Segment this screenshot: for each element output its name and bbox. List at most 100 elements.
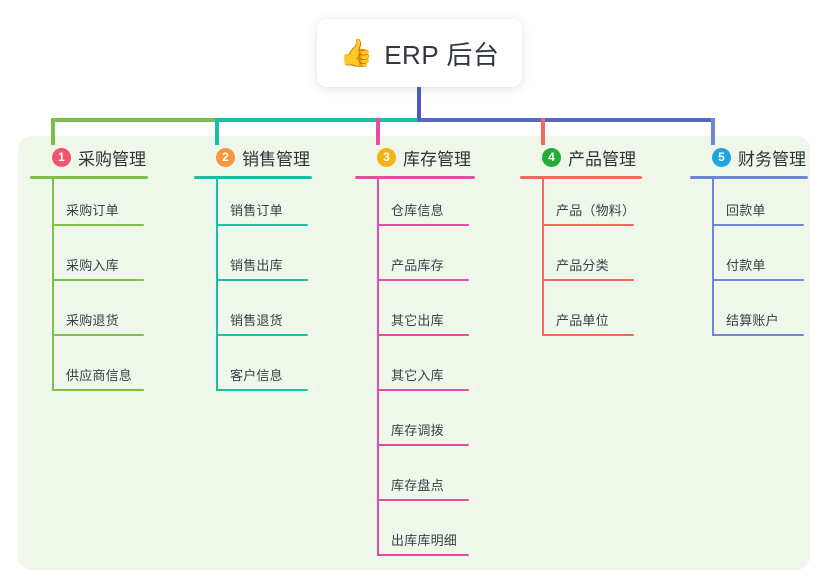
column-badge-2: 2: [216, 147, 235, 167]
bus-segment-blue: [417, 118, 715, 122]
leaf-item[interactable]: 采购订单: [52, 200, 144, 226]
column-title: 财务管理: [738, 149, 806, 169]
leaf-underline: [377, 444, 469, 446]
leaf-label: 产品库存: [391, 258, 444, 273]
branch-column-3: 3 库存管理: [355, 145, 475, 179]
leaf-item[interactable]: 采购入库: [52, 255, 144, 281]
leaf-underline: [216, 389, 308, 391]
leaf-underline: [542, 334, 634, 336]
leaf-underline: [216, 224, 308, 226]
thumbs-up-icon: 👍: [339, 37, 374, 68]
leaf-label: 销售出库: [230, 258, 283, 273]
leaf-underline: [542, 279, 634, 281]
leaf-label: 结算账户: [726, 313, 779, 328]
leaf-underline: [377, 279, 469, 281]
leaf-label: 产品单位: [556, 313, 609, 328]
root-node[interactable]: 👍 ERP 后台: [317, 19, 522, 87]
leaf-label: 销售退货: [230, 313, 283, 328]
column-header-2[interactable]: 2 销售管理: [194, 145, 312, 169]
leaf-underline: [712, 334, 804, 336]
column-underline: [690, 176, 808, 179]
leaf-label: 出库库明细: [391, 533, 458, 548]
column-badge-3: 3: [377, 147, 396, 167]
branch-column-4: 4 产品管理: [520, 145, 642, 179]
leaf-item[interactable]: 库存盘点: [377, 475, 469, 501]
leaf-underline: [542, 224, 634, 226]
leaf-label: 其它出库: [391, 313, 444, 328]
leaf-item[interactable]: 采购退货: [52, 310, 144, 336]
column-spine: [216, 178, 218, 391]
leaf-underline: [712, 279, 804, 281]
bus-segment-teal: [215, 118, 419, 122]
column-spine: [377, 178, 379, 556]
column-title: 产品管理: [568, 149, 636, 169]
leaf-label: 采购退货: [66, 313, 119, 328]
bus-segment-green: [51, 118, 219, 122]
leaf-label: 客户信息: [230, 368, 283, 383]
leaf-underline: [52, 224, 144, 226]
branch-column-2: 2 销售管理: [194, 145, 312, 179]
leaf-underline: [377, 334, 469, 336]
root-trunk-connector: [417, 87, 421, 122]
leaf-label: 销售订单: [230, 203, 283, 218]
leaf-item[interactable]: 付款单: [712, 255, 804, 281]
column-underline: [355, 176, 475, 179]
leaf-item[interactable]: 结算账户: [712, 310, 804, 336]
column-drop-1: [51, 118, 55, 145]
column-underline: [30, 176, 148, 179]
leaf-item[interactable]: 销售订单: [216, 200, 308, 226]
leaf-underline: [377, 389, 469, 391]
leaf-item[interactable]: 供应商信息: [52, 365, 144, 391]
leaf-underline: [377, 554, 469, 556]
column-badge-4: 4: [542, 147, 561, 167]
root-title: ERP 后台: [384, 39, 500, 70]
leaf-item[interactable]: 库存调拨: [377, 420, 469, 446]
branch-column-1: 1 采购管理: [30, 145, 148, 179]
leaf-underline: [52, 334, 144, 336]
column-badge-1: 1: [52, 147, 71, 167]
leaf-item[interactable]: 其它出库: [377, 310, 469, 336]
leaf-label: 其它入库: [391, 368, 444, 383]
column-title: 库存管理: [403, 149, 471, 169]
leaf-item[interactable]: 回款单: [712, 200, 804, 226]
leaf-item[interactable]: 产品分类: [542, 255, 634, 281]
column-title: 采购管理: [78, 149, 146, 169]
column-header-3[interactable]: 3 库存管理: [355, 145, 475, 169]
column-spine: [712, 178, 714, 336]
leaf-label: 产品（物料）: [556, 203, 636, 218]
leaf-underline: [712, 224, 804, 226]
leaf-underline: [52, 389, 144, 391]
leaf-label: 采购入库: [66, 258, 119, 273]
column-drop-5: [711, 118, 715, 145]
leaf-label: 付款单: [726, 258, 766, 273]
column-title: 销售管理: [242, 149, 310, 169]
leaf-underline: [216, 334, 308, 336]
leaf-item[interactable]: 客户信息: [216, 365, 308, 391]
column-header-1[interactable]: 1 采购管理: [30, 145, 148, 169]
column-header-4[interactable]: 4 产品管理: [520, 145, 642, 169]
column-drop-2: [215, 118, 219, 145]
leaf-item[interactable]: 产品单位: [542, 310, 634, 336]
leaf-item[interactable]: 出库库明细: [377, 530, 469, 556]
column-underline: [194, 176, 312, 179]
leaf-label: 供应商信息: [66, 368, 133, 383]
leaf-label: 采购订单: [66, 203, 119, 218]
leaf-underline: [216, 279, 308, 281]
leaf-item[interactable]: 仓库信息: [377, 200, 469, 226]
leaf-item[interactable]: 产品库存: [377, 255, 469, 281]
leaf-underline: [377, 499, 469, 501]
leaf-label: 回款单: [726, 203, 766, 218]
leaf-label: 库存调拨: [391, 423, 444, 438]
leaf-label: 库存盘点: [391, 478, 444, 493]
leaf-item[interactable]: 销售出库: [216, 255, 308, 281]
column-spine: [52, 178, 54, 391]
leaf-label: 仓库信息: [391, 203, 444, 218]
leaf-item[interactable]: 销售退货: [216, 310, 308, 336]
leaf-item[interactable]: 其它入库: [377, 365, 469, 391]
leaf-label: 产品分类: [556, 258, 609, 273]
leaf-item[interactable]: 产品（物料）: [542, 200, 636, 226]
column-drop-4: [541, 118, 545, 145]
